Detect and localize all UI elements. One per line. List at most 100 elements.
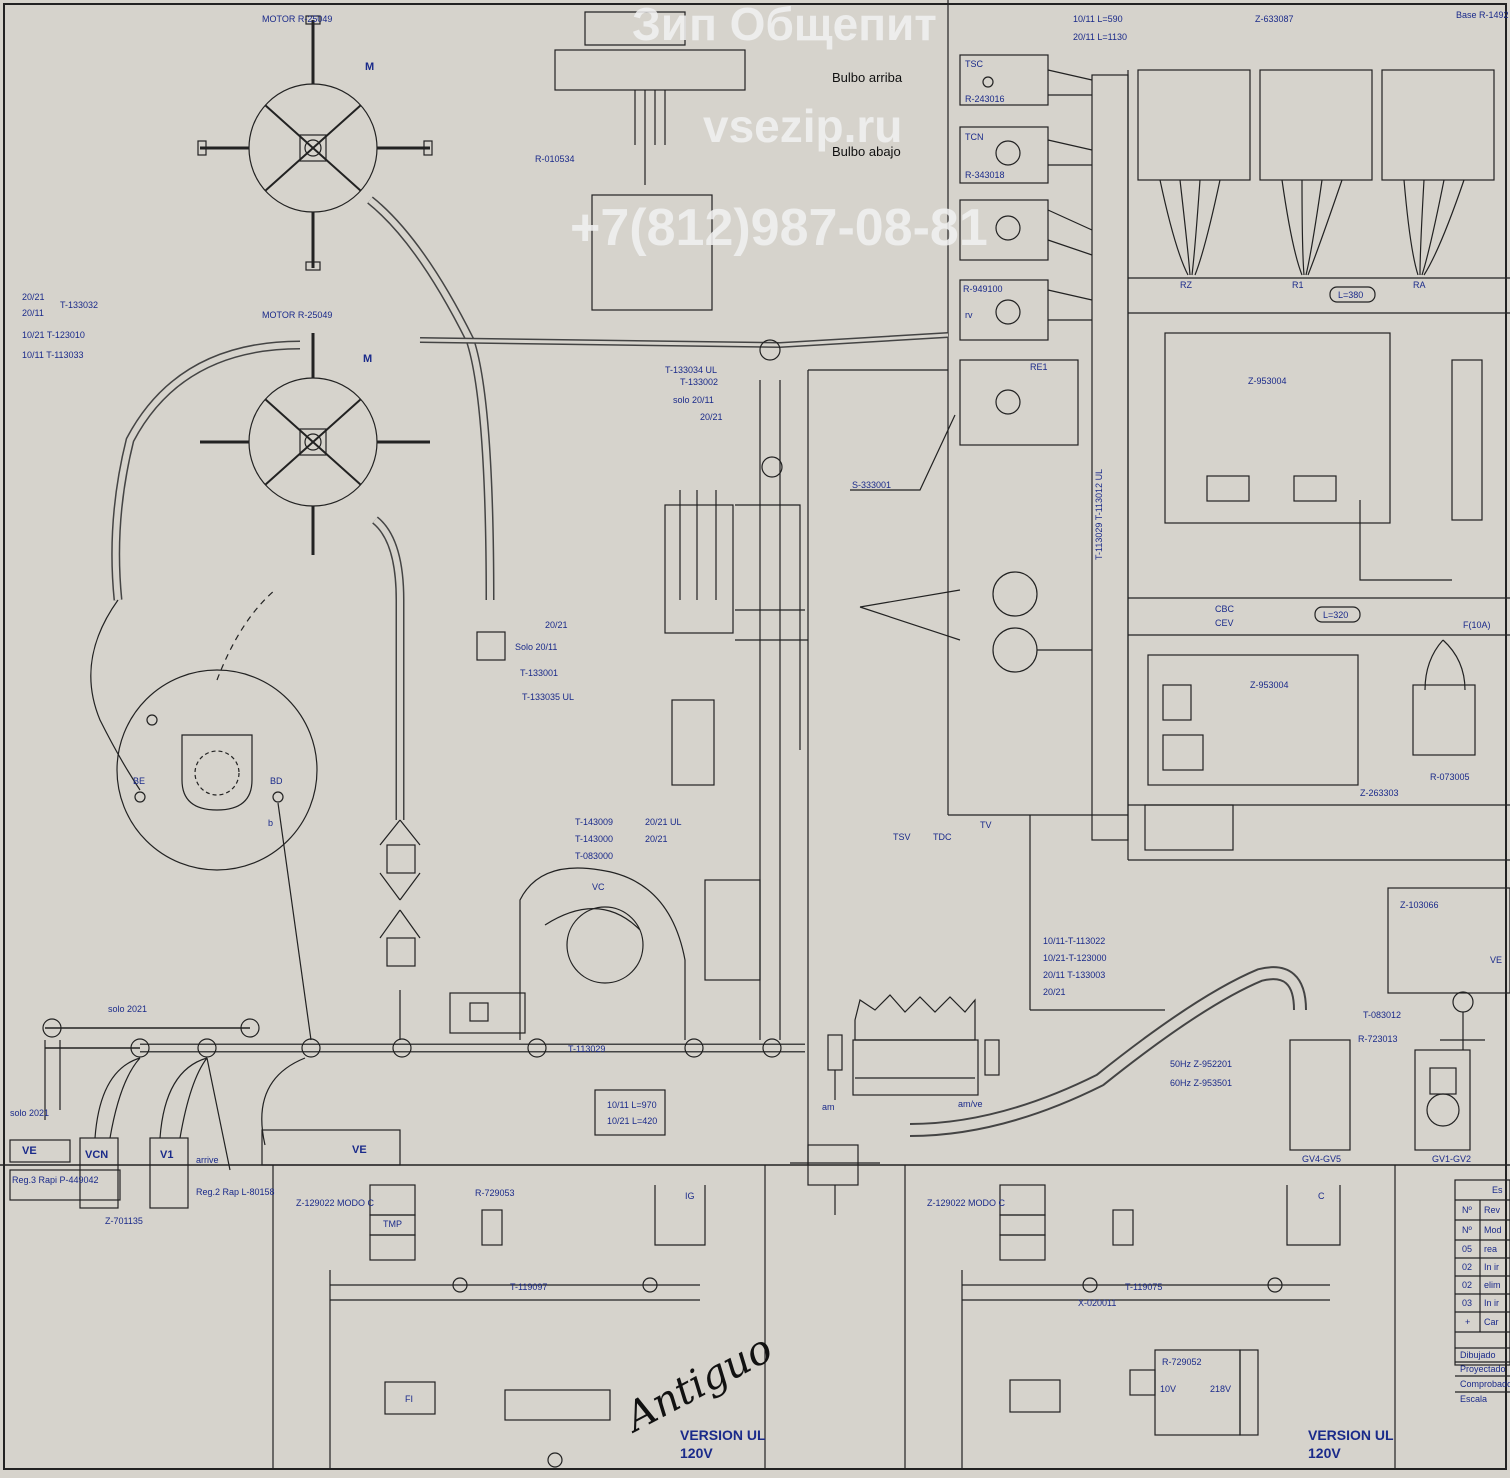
- label-ig: IG: [685, 1191, 695, 1201]
- label-version-right: VERSION UL: [1308, 1427, 1394, 1443]
- label-version-right-v: 120V: [1308, 1445, 1341, 1461]
- label-solo-block-4: T-133035 UL: [522, 692, 574, 702]
- label-l320: L=320: [1323, 610, 1348, 620]
- label-vcn: VCN: [85, 1149, 108, 1161]
- label-hz60: 60Hz Z-953501: [1170, 1078, 1232, 1088]
- thermostat-tcn: [959, 126, 1049, 184]
- label-rv: rv: [965, 310, 973, 320]
- label-solo-block-3: T-133001: [520, 668, 558, 678]
- motor-bottom-label: MOTOR R-25049: [262, 310, 332, 320]
- component-z103066: [1387, 887, 1510, 994]
- label-vc: VC: [592, 882, 605, 892]
- title-row-6: 03: [1462, 1298, 1472, 1308]
- label-gv1: GV1-GV2: [1432, 1154, 1471, 1164]
- title-footer-4: Escala: [1460, 1394, 1487, 1404]
- title-text-7: In ir: [1484, 1298, 1499, 1308]
- motor-top: [197, 15, 433, 271]
- label-t143009: T-143009: [575, 817, 613, 827]
- left-ref-4: 10/11 T-113033: [22, 350, 84, 360]
- label-arrive: arrive: [196, 1155, 219, 1165]
- label-l380-2: 20/11 L=1130: [1073, 32, 1127, 42]
- label-z103066: Z-103066: [1400, 900, 1439, 910]
- label-tdc: TDC: [933, 832, 952, 842]
- motor-v1: [149, 1137, 189, 1209]
- electronic-board-z953004: [1164, 332, 1391, 524]
- label-ref-2: 10/21-T-123000: [1043, 953, 1107, 963]
- label-right-model: Z-129022 MODO C: [927, 1198, 1006, 1208]
- label-t113029-vertical: T-113029 T-113012 UL: [1094, 469, 1104, 560]
- title-text-8: Car: [1484, 1317, 1499, 1327]
- label-bd: BD: [270, 776, 283, 786]
- label-t083000: T-083000: [575, 851, 613, 861]
- label-fi: FI: [405, 1394, 413, 1404]
- motor-top-symbol: M: [365, 61, 374, 73]
- label-t119075: T-119075: [1125, 1282, 1162, 1292]
- label-r1: R1: [1292, 280, 1304, 290]
- label-amve: am/ve: [958, 1099, 983, 1109]
- title-text-3: Mod: [1484, 1225, 1502, 1235]
- label-r729052: R-729052: [1162, 1357, 1202, 1367]
- title-row-3: 05: [1462, 1244, 1472, 1254]
- board-z953004-lower: [1147, 654, 1359, 786]
- label-bulbo-arriba: Bulbo arriba: [832, 70, 903, 85]
- sheet-frame: [3, 3, 1507, 1470]
- label-l380-1: 10/11 L=590: [1073, 14, 1123, 24]
- label-version-left-v: 120V: [680, 1445, 713, 1461]
- label-ref-3: 20/11 T-133003: [1043, 970, 1105, 980]
- label-z701135: Z-701135: [105, 1216, 143, 1226]
- title-footer-1: Dibujado: [1460, 1350, 1496, 1360]
- label-r073005: R-073005: [1430, 772, 1470, 782]
- fan-vc: [449, 867, 686, 1040]
- label-cev: CEV: [1215, 618, 1234, 628]
- label-boxes-top: Base R-1492 CNR-949072: [1456, 10, 1510, 20]
- title-text-4: rea: [1484, 1244, 1497, 1254]
- label-r343018: R-343018: [965, 170, 1005, 180]
- thermostat-tsc: [959, 54, 1049, 106]
- motor-vcn: [79, 1137, 119, 1209]
- left-ref-2: 20/11: [22, 308, 44, 318]
- label-am: am: [822, 1102, 835, 1112]
- label-f10a: F(10A): [1463, 620, 1491, 630]
- oven-cavity-circle: [116, 669, 318, 871]
- label-z953004b: Z-953004: [1250, 680, 1289, 690]
- motor-top-label: MOTOR R-25049: [262, 14, 332, 24]
- watermark-phone: +7(812)987-08-81: [570, 199, 988, 257]
- label-t133002: T-133002: [680, 377, 718, 387]
- left-ref-3: 10/21 T-123010: [22, 330, 85, 340]
- label-tsv: TSV: [893, 832, 911, 842]
- relay-block-rz: [1137, 69, 1251, 181]
- label-10v: 10V: [1160, 1384, 1176, 1394]
- watermark: Зип Общепит vsezip.ru +7(812)987-08-81: [570, 0, 988, 257]
- title-row-7: +: [1465, 1317, 1470, 1327]
- relay-block-r1: [1259, 69, 1373, 181]
- watermark-site: vsezip.ru: [703, 100, 902, 152]
- label-solo-block-2: Solo 20/11: [515, 642, 557, 652]
- label-tsc: TSC: [965, 59, 984, 69]
- relay-block-ra: [1381, 69, 1495, 181]
- label-solo-small: solo 2021: [10, 1108, 49, 1118]
- label-2021: 20/21: [700, 412, 723, 422]
- label-t083012: T-083012: [1363, 1010, 1401, 1020]
- label-z953004: Z-953004: [1248, 376, 1287, 386]
- vertical-bus-duct: [1091, 74, 1129, 841]
- label-t133034: T-133034 UL: [665, 365, 717, 375]
- title-text-1: Es: [1492, 1185, 1503, 1195]
- label-reg-left: Reg.3 Rapi P-449042: [12, 1175, 99, 1185]
- title-text-6: elim: [1484, 1280, 1501, 1290]
- label-r949100: R-949100: [963, 284, 1003, 294]
- fuse-block: [1412, 684, 1476, 756]
- label-solo-block-1: 20/21: [545, 620, 568, 630]
- label-solo-2011: solo 20/11: [673, 395, 714, 405]
- left-ref-part: T-133032: [60, 300, 98, 310]
- label-z263303: Z-263303: [1360, 788, 1399, 798]
- label-ul2021: 20/21 UL: [645, 817, 682, 827]
- title-row-2: Nº: [1462, 1225, 1472, 1235]
- title-row-1: Nº: [1462, 1205, 1472, 1215]
- label-r723013: R-723013: [1358, 1034, 1398, 1044]
- label-z633087: Z-633087: [1255, 14, 1294, 24]
- label-218v: 218V: [1210, 1384, 1231, 1394]
- label-box-2: 10/21 L=420: [607, 1116, 657, 1126]
- label-t143000: T-143000: [575, 834, 613, 844]
- label-tcn: TCN: [965, 132, 984, 142]
- label-box-1: 10/11 L=970: [607, 1100, 657, 1110]
